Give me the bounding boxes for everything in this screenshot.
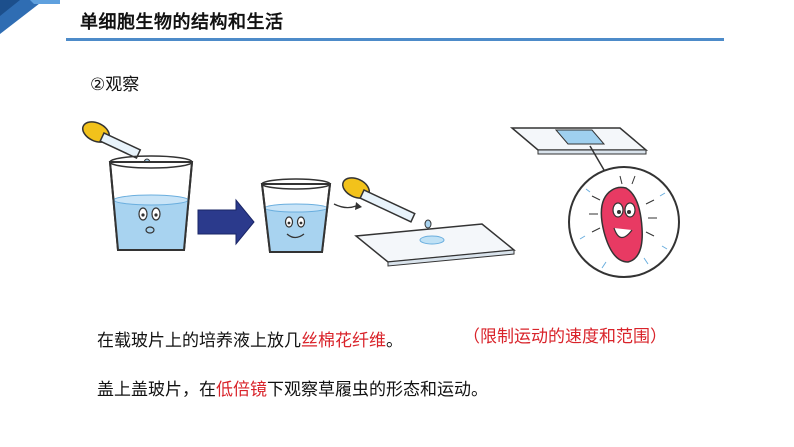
paramecium-icon xyxy=(568,166,680,278)
corner-decoration xyxy=(0,0,60,34)
glass-slide-icon xyxy=(354,223,516,267)
page-title: 单细胞生物的结构和生活 xyxy=(80,12,284,33)
step-label: ②观察 xyxy=(90,75,140,95)
note-text: （限制运动的速度和范围） xyxy=(463,327,667,347)
illustration xyxy=(82,121,680,278)
instruction-line-1: 在载玻片上的培养液上放几丝棉花纤维。 xyxy=(97,326,403,351)
line1-highlight: 丝棉花纤维 xyxy=(301,331,386,351)
dropper-icon xyxy=(342,177,432,229)
instruction-line-2: 盖上盖玻片，在低倍镜下观察草履虫的形态和运动。 xyxy=(97,375,488,400)
beaker-icon xyxy=(260,178,332,253)
curved-arrow-icon xyxy=(333,203,357,209)
line2-suffix: 下观察草履虫的形态和运动。 xyxy=(267,380,488,400)
line2-prefix: 盖上盖玻片，在 xyxy=(97,380,216,400)
line2-highlight: 低倍镜 xyxy=(216,380,267,400)
line1-prefix: 在载玻片上的培养液上放几 xyxy=(97,331,301,351)
title-underline xyxy=(66,38,724,41)
line1-suffix: 。 xyxy=(386,331,403,351)
arrow-right-icon xyxy=(197,198,255,246)
glass-slide-icon xyxy=(509,127,649,171)
beaker-icon xyxy=(108,155,194,251)
